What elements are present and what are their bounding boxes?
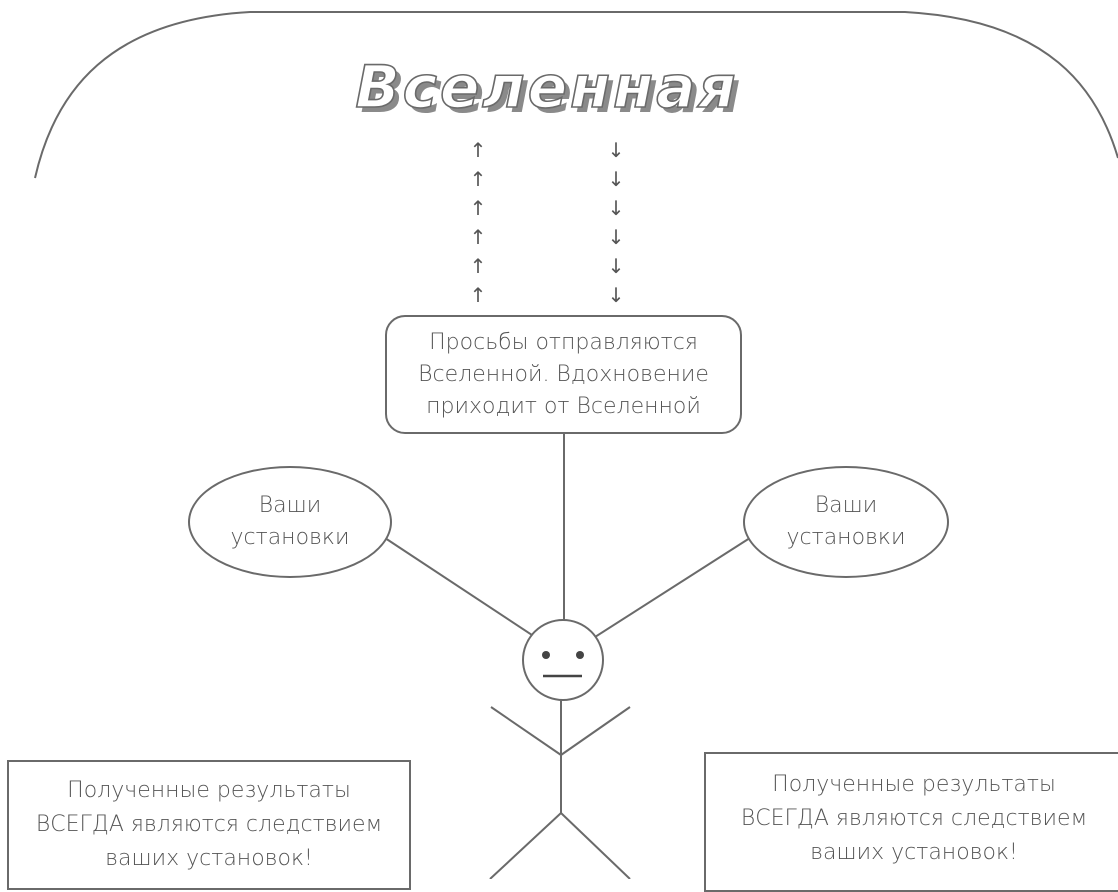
arrow-down-icon: ↓	[607, 138, 625, 162]
universe-title-shadow: Вселенная	[360, 58, 743, 126]
request-box-text: Просьбы отправляются Вселенной. Вдохнове…	[418, 329, 709, 419]
arrow-down-icon: ↓	[607, 283, 625, 307]
arrow-up-icon: ↑	[469, 167, 487, 191]
beliefs-right-text: Ваши установки	[786, 493, 906, 550]
beliefs-left-text: Ваши установки	[230, 493, 350, 550]
arrow-down-icon: ↓	[607, 196, 625, 220]
arrow-up-icon: ↑	[469, 225, 487, 249]
stick-figure-left-arm	[490, 706, 562, 756]
beliefs-left-ellipse: Ваши установки	[188, 466, 392, 578]
result-left-text: Полученные результаты ВСЕГДА являются сл…	[35, 778, 383, 871]
universe-title: Вселенная	[355, 53, 738, 121]
arrow-down-icon: ↓	[607, 225, 625, 249]
universe-arc	[34, 11, 1118, 179]
stick-figure-head	[522, 619, 604, 701]
result-right-box: Полученные результаты ВСЕГДА являются сл…	[704, 752, 1118, 892]
stick-figure-right-arm	[560, 706, 631, 756]
stick-figure-right-eye	[576, 651, 584, 659]
stick-figure-right-leg	[560, 812, 631, 879]
arrow-up-icon: ↑	[469, 254, 487, 278]
stick-figure-left-eye	[542, 651, 550, 659]
arrow-down-icon: ↓	[607, 167, 625, 191]
connector-left-beliefs-to-head	[381, 535, 536, 638]
beliefs-right-ellipse: Ваши установки	[743, 466, 949, 578]
arrow-up-icon: ↑	[469, 196, 487, 220]
result-right-text: Полученные результаты ВСЕГДА являются сл…	[740, 772, 1088, 865]
connector-right-beliefs-to-head	[594, 535, 754, 638]
arrow-up-icon: ↑	[469, 283, 487, 307]
request-box: Просьбы отправляются Вселенной. Вдохнове…	[385, 315, 742, 434]
arrow-up-icon: ↑	[469, 138, 487, 162]
result-left-box: Полученные результаты ВСЕГДА являются сл…	[7, 760, 411, 890]
stick-figure-left-leg	[489, 812, 562, 879]
arrow-down-icon: ↓	[607, 254, 625, 278]
